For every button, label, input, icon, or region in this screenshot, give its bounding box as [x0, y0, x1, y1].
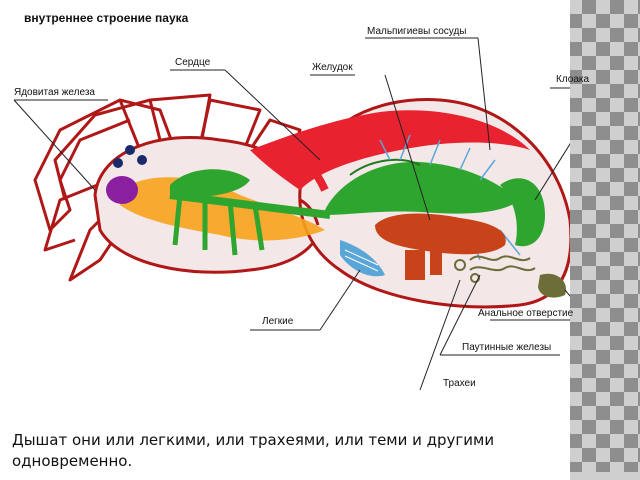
label-silk-glands: Паутинные железы: [462, 342, 552, 353]
eye-3: [113, 158, 123, 168]
pointer-lines: [13, 37, 570, 391]
label-anus: Анальное отверстие: [478, 308, 574, 319]
slide: внутреннее строение паука: [12, 11, 590, 470]
eye-2: [137, 155, 147, 165]
silk-glands-organ: [454, 255, 536, 283]
label-venom-gland: Ядовитая железа: [14, 87, 95, 98]
heart-organ: [250, 110, 530, 190]
label-heart: Сердце: [175, 57, 211, 68]
eye-1: [125, 145, 135, 155]
figure-title: внутреннее строение паука: [24, 11, 189, 25]
spider-legs: [33, 93, 302, 282]
book-lungs-lamellae: [344, 249, 379, 272]
digestive-tract: [169, 158, 545, 256]
label-stomach: Желудок: [312, 62, 353, 73]
slide-caption: Дышат они или легкими, или трахеями, или…: [12, 431, 495, 470]
digestive-gland: [375, 213, 506, 255]
label-trachea: Трахеи: [443, 378, 476, 389]
ovary: [405, 250, 425, 280]
label-malpighian-vessels: Мальпигиевы сосуды: [367, 26, 467, 37]
label-cloaca: Клоака: [556, 74, 590, 85]
heart-tail: [296, 147, 329, 192]
venom-gland-organ: [106, 176, 138, 204]
ovary-2: [430, 250, 442, 275]
spider-anatomy-diagram: [13, 37, 570, 391]
label-lungs: Легкие: [262, 316, 294, 327]
spinnerets: [538, 273, 566, 298]
decorative-checker-border: [568, 0, 640, 480]
